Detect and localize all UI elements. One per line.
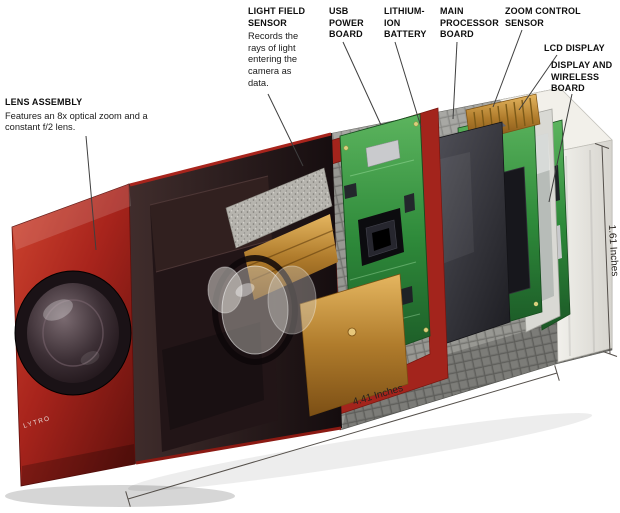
callout-display-wireless-board: DISPLAY AND WIRELESS BOARD [551, 60, 619, 95]
callout-zoom-control-sensor-title: ZOOM CONTROL SENSOR [505, 6, 581, 28]
callout-display-wireless-board-title: DISPLAY AND WIRELESS BOARD [551, 60, 613, 94]
callout-usb-power-board-title: USB POWER BOARD [329, 6, 364, 40]
leader-zoom-control-sensor [492, 29, 523, 108]
leader-lines [85, 29, 573, 251]
lens-assembly-art [129, 132, 409, 465]
callout-light-field-sensor-description: Records the rays of light entering the c… [248, 31, 299, 88]
leader-usb-power-board [342, 41, 382, 126]
callout-main-processor-board-title: MAIN PROCESSOR BOARD [440, 6, 499, 40]
battery-art [429, 121, 511, 347]
ground-shadow [5, 413, 593, 507]
leader-light-field-sensor [267, 93, 304, 167]
callout-lens-assembly-description: Features an 8x optical zoom and a consta… [5, 110, 148, 133]
leader-main-processor-board [452, 41, 458, 120]
lens-art [14, 270, 132, 396]
leader-display-wireless-board [548, 93, 573, 203]
callout-lcd-display-title: LCD DISPLAY [544, 43, 605, 53]
front-face-art: LYTRO [11, 183, 136, 487]
dimension-length-line [127, 372, 558, 500]
callout-main-processor-board: MAIN PROCESSOR BOARD [440, 6, 512, 41]
dimension-lines [125, 143, 618, 507]
callout-light-field-sensor: LIGHT FIELD SENSOR Records the rays of l… [248, 6, 312, 90]
callout-zoom-control-sensor: ZOOM CONTROL SENSOR [505, 6, 595, 29]
callout-lens-assembly: LENS ASSEMBLY Features an 8x optical zoo… [5, 97, 190, 134]
callout-lithium-ion-battery-title: LITHIUM-ION BATTERY [384, 6, 427, 40]
callout-light-field-sensor-title: LIGHT FIELD SENSOR [248, 6, 306, 28]
leader-lithium-ion-battery [394, 41, 422, 128]
callout-lithium-ion-battery: LITHIUM-ION BATTERY [384, 6, 440, 41]
leader-lens-assembly [85, 135, 97, 251]
callout-lcd-display: LCD DISPLAY [544, 43, 620, 55]
callout-lens-assembly-title: LENS ASSEMBLY [5, 97, 83, 107]
callout-usb-power-board: USB POWER BOARD [329, 6, 381, 41]
dimension-height-line [601, 145, 611, 355]
leader-lcd-display [518, 54, 558, 111]
